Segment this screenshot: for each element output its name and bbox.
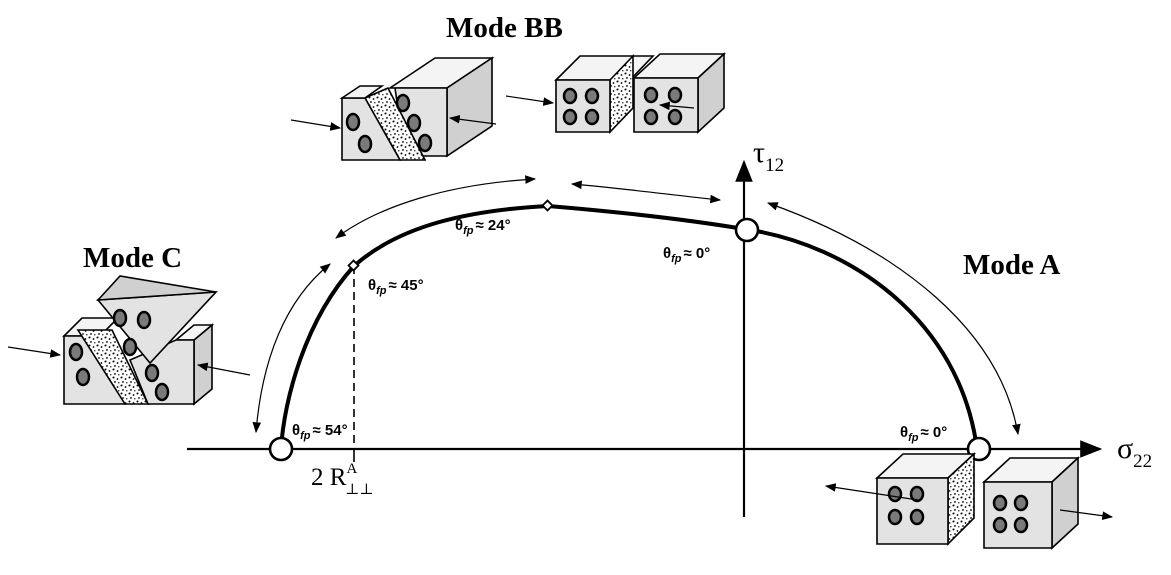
mode-bb-shear-cubes-illustration bbox=[505, 52, 727, 134]
point-mode-c-compression bbox=[268, 436, 294, 462]
range-arrow-mode-a bbox=[766, 202, 1021, 436]
theta-label-24: θfp≈ 24° bbox=[455, 217, 511, 237]
strength-label: 2 RA⊥⊥ bbox=[311, 461, 374, 498]
theta-label-0-tension: θfp≈ 0° bbox=[900, 424, 947, 444]
theta-label-0-shear: θfp≈ 0° bbox=[663, 245, 710, 265]
failure-envelope-curve bbox=[279, 203, 979, 450]
range-arrow-mode-bb-left bbox=[335, 175, 537, 239]
range-arrow-mode-c bbox=[252, 263, 331, 434]
mode-bb-title: Mode BB bbox=[446, 12, 563, 44]
mode-c-wedge-illustration bbox=[7, 275, 251, 406]
tau-axis-label: τ12 bbox=[753, 136, 784, 176]
mode-c-title: Mode C bbox=[83, 242, 182, 274]
sigma-axis-label: σ22 bbox=[1117, 432, 1152, 472]
point-mode-a-shear bbox=[734, 217, 760, 243]
theta-label-45: θfp≈ 45° bbox=[368, 277, 424, 297]
mode-bb-inclined-cube-illustration bbox=[290, 56, 497, 161]
point-transition-24 bbox=[541, 199, 554, 212]
mode-a-title: Mode A bbox=[963, 249, 1061, 281]
range-arrow-mode-bb-right bbox=[570, 180, 722, 204]
theta-label-54: θfp≈ 54° bbox=[292, 422, 348, 442]
point-transition-45 bbox=[347, 259, 360, 272]
mode-a-tension-cubes-illustration bbox=[824, 452, 1114, 550]
